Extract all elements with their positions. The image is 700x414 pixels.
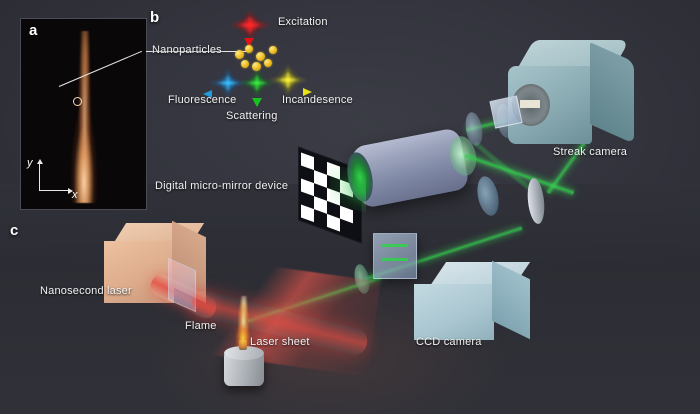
y-axis-line — [39, 163, 40, 191]
nanoparticle-dot — [256, 52, 265, 61]
probe-point-marker — [73, 97, 82, 106]
fluorescence-label: Fluorescence — [168, 94, 237, 106]
x-axis-arrow-icon — [68, 188, 73, 194]
panel-a-axes: y x — [27, 157, 78, 201]
ccd-side-face — [492, 260, 530, 340]
streak-camera-label: Streak camera — [553, 146, 628, 158]
incandesence-label: Incandesence — [282, 94, 353, 106]
flame-photograph — [68, 31, 99, 203]
streak-input-coupler — [489, 95, 523, 129]
incandesence-arrow-icon — [303, 88, 312, 96]
excitation-label: Excitation — [278, 16, 328, 28]
fluorescence-arrow-icon — [203, 90, 212, 98]
ccd-camera[interactable] — [414, 260, 536, 352]
streak-camera-slit-aperture — [520, 100, 540, 108]
nanoparticles-label: Nanoparticles — [152, 44, 222, 56]
beamsplitter-cube[interactable] — [373, 233, 417, 279]
leader-line-horizontal — [146, 51, 250, 52]
nanoparticle-dot — [235, 50, 244, 59]
y-axis-label: y — [27, 157, 33, 169]
panel-b-letter: b — [150, 9, 160, 26]
y-axis-arrow-icon — [36, 159, 43, 164]
streak-camera[interactable] — [508, 40, 636, 152]
x-axis-line — [39, 190, 69, 191]
scattering-arrow-icon — [252, 98, 262, 107]
panel-c-letter: c — [10, 222, 19, 239]
nanoparticle-dot — [245, 45, 253, 53]
scattering-label: Scattering — [226, 110, 278, 122]
panel-a-flame-photo: y x — [20, 18, 147, 210]
panel-a-letter: a — [29, 22, 38, 39]
flame-label: Flame — [185, 320, 217, 332]
dmd-label: Digital micro-mirror device — [155, 180, 289, 192]
burner-cap — [224, 346, 264, 360]
excitation-burst-icon — [228, 8, 272, 42]
nanoparticle-dot — [241, 60, 249, 68]
ccd-camera-label: CCD camera — [416, 336, 482, 348]
ccd-front-face — [414, 284, 494, 340]
excitation-arrow-icon — [244, 38, 254, 47]
x-axis-label: x — [72, 189, 78, 201]
nanosecond-laser-label: Nanosecond laser — [40, 285, 132, 297]
laser-sheet-label: Laser sheet — [250, 336, 310, 348]
nanoparticle-dot — [269, 46, 277, 54]
incandesence-burst-icon — [268, 62, 308, 98]
flame-3d — [232, 296, 254, 348]
streak-camera-side-face — [590, 42, 634, 144]
nanoparticle-dot — [264, 59, 272, 67]
